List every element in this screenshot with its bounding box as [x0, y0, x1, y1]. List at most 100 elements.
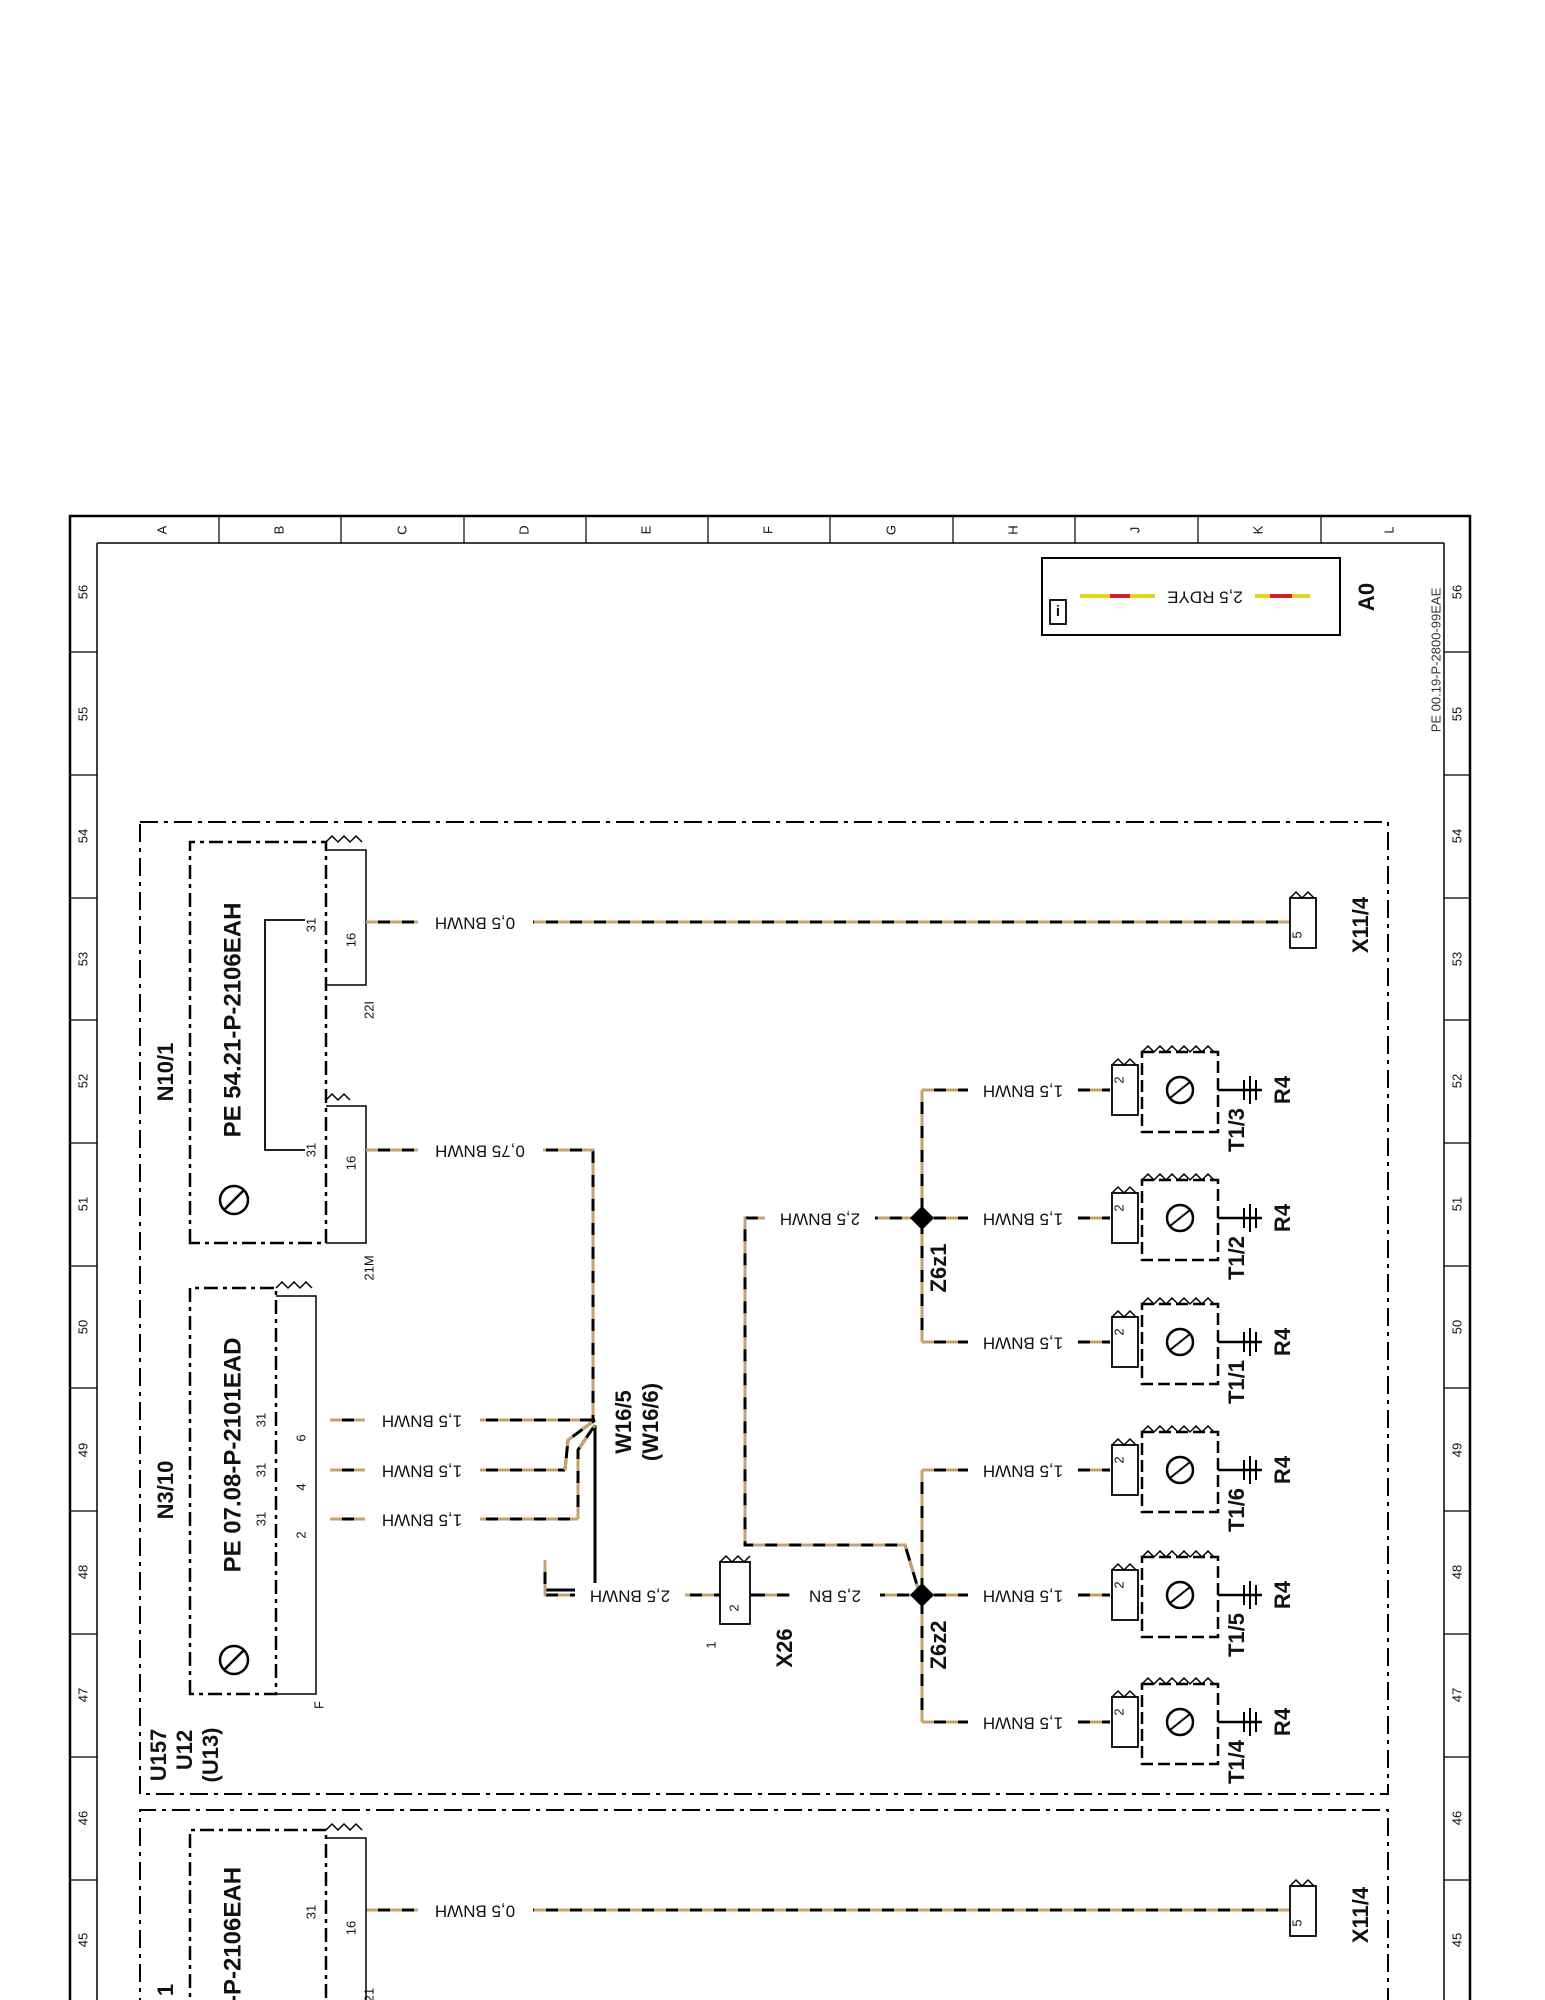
- wire-label-t1-6: 1,5 BNWH: [983, 1462, 1063, 1481]
- coil-t1-5: 2 T1/5 R4: [1111, 1549, 1295, 1657]
- row-numbers-left: 56 55 54 53 52 51 50 49 48 47 46 45: [75, 585, 90, 1947]
- row-left-50: 50: [75, 1320, 90, 1334]
- splice-z6z1: Z6z1: [910, 1206, 951, 1292]
- wire-label-t1-3: 1,5 BNWH: [983, 1082, 1063, 1101]
- x11-4-label-upper: X11/4: [1348, 896, 1373, 953]
- t1-2-label: T1/2: [1224, 1236, 1249, 1280]
- r4-label-t1-2: R4: [1270, 1203, 1295, 1232]
- coil-t1-1: 2 T1/1 R4: [1111, 1296, 1295, 1404]
- pin-31-n3-a: 31: [253, 1413, 268, 1427]
- legend-code: A0: [1354, 583, 1379, 611]
- coil-t1-3: 2 T1/3 R4: [1111, 1044, 1295, 1152]
- x11-4-lower: 5 X11/4: [1289, 1878, 1373, 1943]
- pin-31-n3-c: 31: [253, 1512, 268, 1526]
- row-left-53: 53: [75, 952, 90, 966]
- wire-label-t1-2: 1,5 BNWH: [983, 1210, 1063, 1229]
- svg-text:2: 2: [1111, 1581, 1126, 1588]
- row-left-54: 54: [75, 829, 90, 843]
- x11-4-upper: 5 X11/4: [1289, 890, 1373, 953]
- wire-label-t1-1: 1,5 BNWH: [983, 1334, 1063, 1353]
- n10-1-label: N10/1: [153, 1043, 178, 1102]
- row-right-55: 55: [1449, 707, 1464, 721]
- n3-10-label: N3/10: [153, 1461, 178, 1520]
- lower-n10-module: 1 -P-2106EAH 31 16 21: [153, 1822, 376, 2000]
- coil-t1-6: 2 T1/6 R4: [1111, 1424, 1295, 1532]
- wire-n10-075: [366, 1148, 595, 1420]
- lower-n10-frag: 1: [153, 1984, 178, 1996]
- row-right-45: 45: [1449, 1933, 1464, 1947]
- pin-6-n3: 6: [293, 1434, 308, 1441]
- coil-t1-2: 2 T1/2 R4: [1111, 1172, 1295, 1280]
- x26-connector: 2 1 X26: [703, 1554, 797, 1668]
- row-right-48: 48: [1449, 1565, 1464, 1579]
- pin-16-n10-b: 16: [343, 1156, 358, 1170]
- col-l: L: [1381, 526, 1396, 533]
- t1-3-label: T1/3: [1224, 1108, 1249, 1152]
- col-d: D: [516, 525, 531, 534]
- wire-label-lower-05: 0,5 BNWH: [435, 1902, 515, 1921]
- svg-text:2: 2: [1111, 1204, 1126, 1211]
- doc-id: PE 00.19-P-2800-99EAE: [1428, 587, 1443, 732]
- u157-enclosure: [139, 821, 1389, 1795]
- splice-z6z2: Z6z2: [910, 1583, 951, 1669]
- row-right-53: 53: [1449, 952, 1464, 966]
- svg-text:2: 2: [1111, 1456, 1126, 1463]
- legend-wire-label: 2,5 RDYE: [1167, 588, 1243, 607]
- book-icon-n10: [218, 1184, 250, 1216]
- row-numbers-right: 56 55 54 53 52 51 50 49 48 47 46 45: [1449, 585, 1464, 1947]
- row-left-45: 45: [75, 1933, 90, 1947]
- t1-4-label: T1/4: [1224, 1739, 1249, 1784]
- svg-text:16: 16: [343, 1921, 358, 1935]
- t1-6-label: T1/6: [1224, 1488, 1249, 1532]
- pin-16-n10-a: 16: [343, 933, 358, 947]
- col-e: E: [638, 525, 653, 534]
- z6z1-label: Z6z1: [926, 1244, 951, 1293]
- u13-label: (U13): [198, 1727, 223, 1782]
- wire-label-n3-4: 1,5 BNWH: [382, 1462, 462, 1481]
- wire-label-t1-4: 1,5 BNWH: [983, 1714, 1063, 1733]
- m21-label: 21M: [361, 1255, 376, 1280]
- x26-pin2: 2: [726, 1604, 741, 1611]
- svg-text:31: 31: [303, 1905, 318, 1919]
- column-letters: A B C D E F G H J K L: [154, 525, 1396, 535]
- row-left-47: 47: [75, 1688, 90, 1702]
- wire-label-x26-in: 2,5 BNWH: [590, 1587, 670, 1606]
- legend-box: i 2,5 RDYE A0: [1041, 557, 1379, 636]
- pin-2-n3: 2: [293, 1531, 308, 1538]
- wire-label-n3-2: 1,5 BNWH: [382, 1511, 462, 1530]
- col-j: J: [1127, 527, 1142, 534]
- svg-text:2: 2: [1111, 1076, 1126, 1083]
- wire-label-n3-6: 1,5 BNWH: [382, 1412, 462, 1431]
- w16-6-label: (W16/6): [638, 1383, 663, 1461]
- row-left-49: 49: [75, 1443, 90, 1457]
- col-b: B: [271, 526, 286, 535]
- row-right-56: 56: [1449, 585, 1464, 599]
- book-icon: [218, 1644, 250, 1676]
- info-icon-glyph: i: [1056, 603, 1060, 620]
- col-a: A: [154, 525, 169, 534]
- row-left-56: 56: [75, 585, 90, 599]
- r4-label-t1-6: R4: [1270, 1455, 1295, 1484]
- lower-n10-pe: -P-2106EAH: [219, 1867, 246, 2000]
- row-dividers: [70, 651, 1470, 1881]
- row-right-50: 50: [1449, 1320, 1464, 1334]
- u12-label: U12: [172, 1730, 197, 1770]
- svg-text:5: 5: [1289, 931, 1304, 938]
- x11-4-label-lower: X11/4: [1348, 1886, 1373, 1943]
- row-right-46: 46: [1449, 1811, 1464, 1825]
- svg-text:2: 2: [1111, 1328, 1126, 1335]
- n10-1-module: N10/1 PE 54.21-P-2106EAH 21M 22I 16 16 3…: [153, 834, 376, 1281]
- coil-t1-4: 2 T1/4 R4: [1111, 1676, 1295, 1784]
- f-label: F: [311, 1701, 326, 1709]
- n3-10-pe-ref: PE 07.08-P-2101EAD: [219, 1338, 246, 1573]
- r4-label-t1-4: R4: [1270, 1707, 1295, 1736]
- wire-label-z6z1-in: 2,5 BNWH: [780, 1210, 860, 1229]
- wire-z6z2-z6z1: [743, 1216, 922, 1596]
- col-k: K: [1250, 525, 1265, 534]
- t1-1-label: T1/1: [1224, 1360, 1249, 1404]
- wire-label-n10-05: 0,5 BNWH: [435, 914, 515, 933]
- row-right-49: 49: [1449, 1443, 1464, 1457]
- pin-31-n3-b: 31: [253, 1463, 268, 1477]
- info-icon: [1049, 599, 1067, 625]
- wire-label-n10-075: 0,75 BNWH: [435, 1142, 525, 1161]
